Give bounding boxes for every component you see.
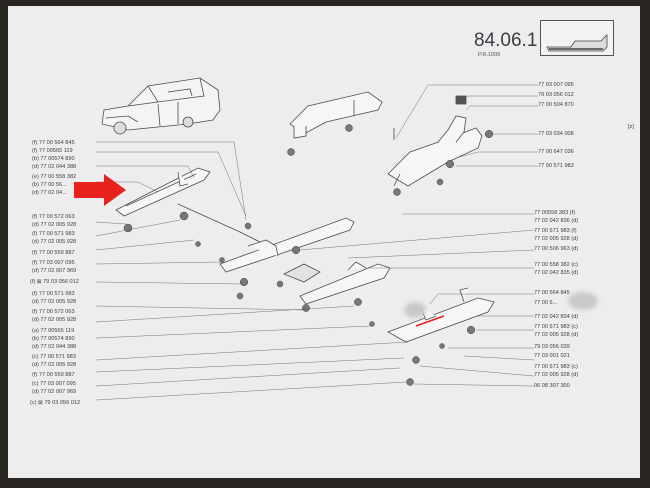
part-label: 77 02 042 834 (d) — [534, 314, 579, 320]
blurred-area — [404, 302, 426, 318]
lower-right-rail — [387, 287, 495, 343]
part-label: (d) 77 02 005 928 — [32, 362, 77, 368]
part-label: (d) 77 02 005 928 — [32, 239, 77, 245]
pr-reference: P.R.1009 — [478, 52, 501, 58]
location-thumbnail-box — [540, 20, 614, 56]
part-label: 06 08 307 300 — [534, 383, 570, 389]
centre-rails — [177, 203, 391, 305]
part-label: (d) 77 02 007 969 — [32, 389, 77, 395]
part-label: (b) 77 00574 890 — [32, 156, 75, 162]
part-label: (f) 77 00 559 887 — [32, 250, 75, 256]
part-label: 77 00 647 036 — [538, 149, 574, 155]
right-seat-rail — [387, 95, 483, 187]
part-label: (c) 77 03 007 095 — [32, 381, 76, 387]
part-label: (e) 77 00 558 382 — [32, 174, 77, 180]
part-label: 77 00 571 983 (c) — [534, 324, 578, 330]
part-label: 77 00 558 382 (c) — [534, 262, 578, 268]
part-label: (b) 77 00 56... — [32, 182, 67, 188]
part-label: (d) 77 02 007 969 — [32, 268, 77, 274]
parts-catalog-page: 84.06.1 P.R.1009 — [8, 6, 640, 478]
part-label: (f) 77 00 564 845 — [32, 140, 75, 146]
part-label: 77 02 005 928 (d) — [534, 332, 579, 338]
blurred-area — [568, 292, 598, 310]
bolt-cluster-top — [287, 124, 353, 156]
part-label: 77 03 001 021 — [534, 353, 570, 359]
part-label: (f) 77 00 559 887 — [32, 372, 75, 378]
part-label: 77 03 034 008 — [538, 131, 574, 137]
top-seat-bracket — [289, 91, 383, 139]
part-label: (d) 77 02 044 388 — [32, 164, 77, 170]
exploded-view-drawing — [74, 77, 538, 401]
part-label: (d) 77 02 005 928 — [32, 222, 77, 228]
car-icon — [101, 77, 221, 135]
part-label: 77 02 005 928 (d) — [534, 372, 579, 378]
part-label: (f) 77 00 572 063 — [32, 214, 75, 220]
left-slide-rail — [115, 167, 211, 217]
part-label: 77 00 571 983 (f) — [534, 228, 577, 234]
bolt-cluster-lower — [369, 321, 476, 386]
section-number: 84.06.1 — [474, 30, 538, 51]
part-label: 77 00 564 845 — [534, 290, 570, 296]
part-label: 77 00 571 983 (c) — [534, 364, 578, 370]
bolt-cluster-left — [123, 211, 252, 233]
part-label: (f) ⊠ 79 03 056 012 — [30, 279, 79, 285]
part-label: (f) 77 00 571 983 — [32, 231, 75, 237]
leader-lines — [95, 84, 538, 401]
part-label: 77 00 5... — [534, 300, 558, 306]
part-label: (a) 77 00565 119 — [32, 328, 75, 334]
part-label: (d) 77 02 04... — [32, 190, 67, 196]
part-label: 77 03 007 095 — [538, 82, 574, 88]
part-label: 79 03 056 039 — [534, 344, 570, 350]
red-arrow-icon — [74, 174, 126, 206]
part-label: (d) 77 02 044 388 — [32, 344, 77, 350]
part-label: 77 00 506 963 (d) — [534, 246, 579, 252]
part-label: (f) 77 00 571 983 — [32, 291, 75, 297]
part-label: 79 03 056 012 — [538, 92, 574, 98]
part-label: (c) 77 00 571 983 — [32, 354, 76, 360]
part-label: (d) 77 02 005 928 — [32, 317, 77, 323]
part-label: 77 02 042 836 (d) — [534, 218, 579, 224]
sill-thumbnail-icon — [546, 34, 608, 52]
part-label: (f) 77 00 572 063 — [32, 309, 75, 315]
part-label: (f) 77 03 007 095 — [32, 260, 75, 266]
part-label: (b) 77 00574 890 — [32, 336, 75, 342]
part-label: 77 02 005 928 (d) — [534, 236, 579, 242]
part-label: (f) 77 00565 119 — [32, 148, 73, 154]
red-pen-mark — [415, 315, 445, 327]
part-label: 77 00558 383 (f) — [534, 210, 576, 216]
part-label: (c) ⊠ 79 03 056 012 — [30, 400, 81, 406]
part-label: (d) 77 02 005 928 — [32, 299, 77, 305]
part-label: 77 00 504 870 — [538, 102, 574, 108]
z-mark: [z] — [628, 124, 634, 130]
part-label: 77 00 571 983 — [538, 163, 574, 169]
part-label: 77 02 042 835 (d) — [534, 270, 579, 276]
